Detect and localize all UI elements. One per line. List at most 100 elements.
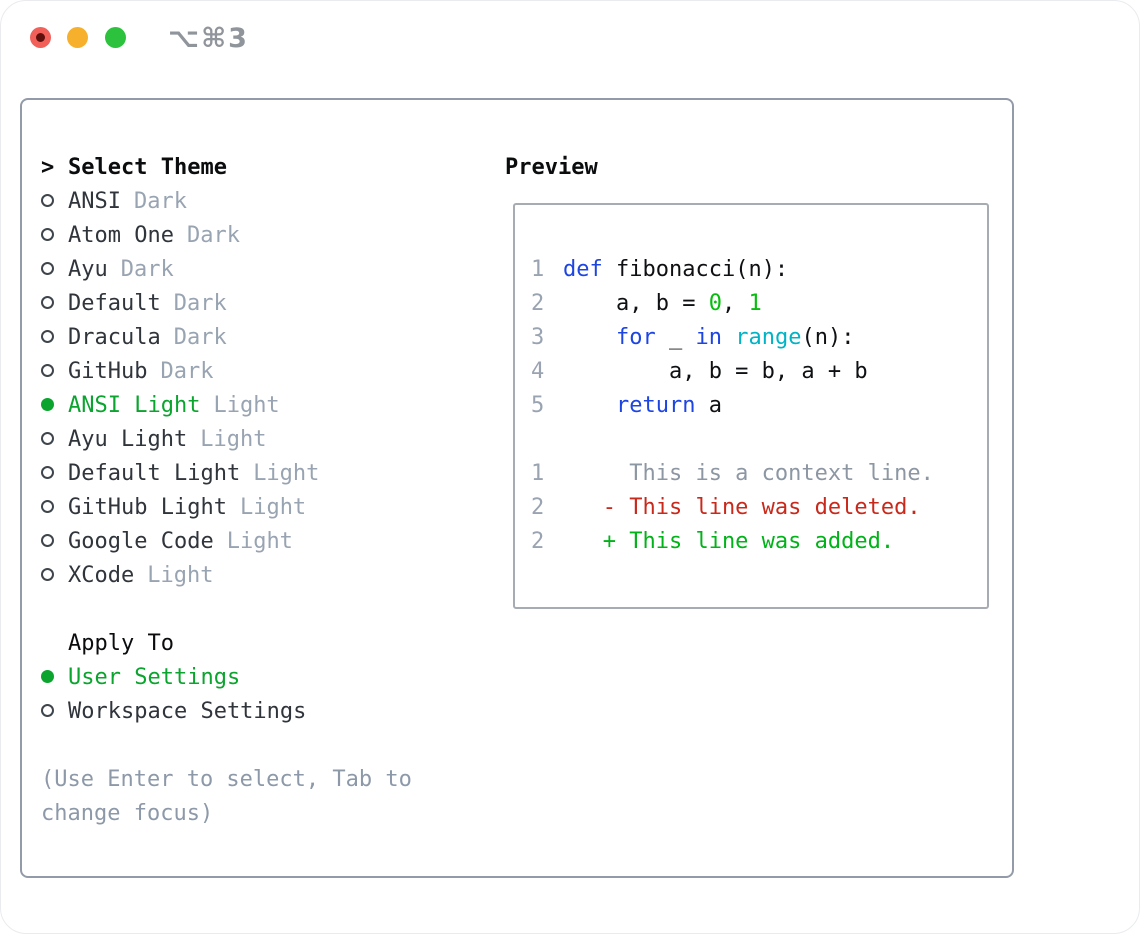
spacer (41, 729, 412, 763)
code-token: , (721, 291, 749, 316)
close-dot-icon (36, 33, 45, 42)
titlebar: ⌥⌘3 (1, 1, 1139, 71)
code-token: 0 (708, 291, 722, 316)
diff-text: This is a context line. (563, 461, 934, 486)
theme-variant-tag: Light (239, 495, 307, 520)
code-token (722, 325, 735, 350)
theme-option-ansi-light[interactable]: ANSI Light Light (41, 389, 412, 423)
theme-option-github[interactable]: GitHub Dark (41, 355, 412, 389)
line-number: 2 (531, 291, 545, 316)
radio-unselected-icon[interactable] (41, 568, 54, 581)
radio-unselected-icon[interactable] (41, 194, 54, 207)
theme-variant-tag: Light (226, 529, 293, 554)
radio-unselected-icon[interactable] (41, 534, 54, 547)
code-line: 5 return a (531, 389, 987, 423)
theme-name: Ayu (68, 257, 108, 282)
radio-unselected-icon[interactable] (41, 296, 54, 309)
theme-variant-tag: Dark (160, 359, 214, 384)
theme-variant-tag: Light (253, 461, 320, 486)
theme-option-ansi[interactable]: ANSI Dark (41, 185, 412, 219)
close-button[interactable] (30, 27, 51, 48)
code-token: in (695, 325, 722, 350)
theme-variant-tag: Light (213, 393, 280, 418)
theme-name: ANSI Light (68, 393, 201, 418)
apply-option-label: Workspace Settings (68, 699, 307, 724)
theme-name: Dracula (68, 325, 161, 350)
select-theme-header: >Select Theme (41, 151, 412, 185)
radio-selected-icon[interactable] (41, 670, 54, 683)
diff-text: - This line was deleted. (563, 495, 921, 520)
radio-unselected-icon[interactable] (41, 228, 54, 241)
code-token: return (615, 393, 696, 418)
theme-name: XCode (68, 563, 135, 588)
line-number: 3 (531, 325, 545, 350)
theme-option-google-code[interactable]: Google Code Light (41, 525, 412, 559)
theme-name: Default (68, 291, 161, 316)
apply-option-user-settings[interactable]: User Settings (41, 661, 412, 695)
radio-unselected-icon[interactable] (41, 704, 54, 717)
radio-unselected-icon[interactable] (41, 262, 54, 275)
code-token: def (563, 257, 603, 282)
code-line: 4 a, b = b, a + b (531, 355, 987, 389)
window-title: ⌥⌘3 (168, 23, 249, 54)
line-number: 5 (531, 393, 545, 418)
line-number: 4 (531, 359, 545, 384)
theme-option-default-light[interactable]: Default Light Light (41, 457, 412, 491)
spacer (41, 593, 412, 627)
radio-unselected-icon[interactable] (41, 364, 54, 377)
radio-unselected-icon[interactable] (41, 330, 54, 343)
code-token (563, 325, 616, 350)
code-token: a (695, 393, 722, 418)
theme-variant-tag: Dark (173, 325, 227, 350)
theme-name: Atom One (68, 223, 174, 248)
radio-unselected-icon[interactable] (41, 466, 54, 479)
maximize-button[interactable] (105, 27, 126, 48)
theme-variant-tag: Light (200, 427, 267, 452)
diff-line-ctx: 1 This is a context line. (531, 457, 987, 491)
apply-to-header: Apply To (68, 631, 174, 656)
theme-option-default[interactable]: Default Dark (41, 287, 412, 321)
code-line: 2 a, b = 0, 1 (531, 287, 987, 321)
code-token (563, 393, 616, 418)
theme-variant-tag: Dark (173, 291, 227, 316)
help-text-line2: change focus) (41, 801, 214, 826)
diff-line-add: 2 + This line was added. (531, 525, 987, 559)
theme-option-dracula[interactable]: Dracula Dark (41, 321, 412, 355)
code-token: fibonacci(n): (602, 257, 789, 282)
diff-line-del: 2 - This line was deleted. (531, 491, 987, 525)
focus-caret-icon: > (41, 155, 55, 180)
theme-name: Default Light (68, 461, 241, 486)
theme-name: Google Code (68, 529, 214, 554)
radio-unselected-icon[interactable] (41, 500, 54, 513)
diff-text: + This line was added. (563, 529, 895, 554)
minimize-button[interactable] (67, 27, 88, 48)
line-number: 2 (531, 495, 545, 520)
radio-selected-icon[interactable] (41, 398, 54, 411)
preview-title: Preview (505, 155, 598, 180)
code-token: range (735, 325, 802, 350)
code-token: _ (655, 325, 696, 350)
radio-unselected-icon[interactable] (41, 432, 54, 445)
code-token: a, b = b, a + b (563, 359, 868, 384)
apply-option-label: User Settings (68, 665, 241, 690)
theme-variant-tag: Dark (133, 189, 187, 214)
theme-name: GitHub (68, 359, 148, 384)
theme-name: ANSI (68, 189, 121, 214)
code-line: 3 for _ in range(n): (531, 321, 987, 355)
apply-option-workspace-settings[interactable]: Workspace Settings (41, 695, 412, 729)
code-token: a, b = (563, 291, 709, 316)
help-text-line1: (Use Enter to select, Tab to (41, 767, 412, 792)
code-token: for (615, 325, 656, 350)
